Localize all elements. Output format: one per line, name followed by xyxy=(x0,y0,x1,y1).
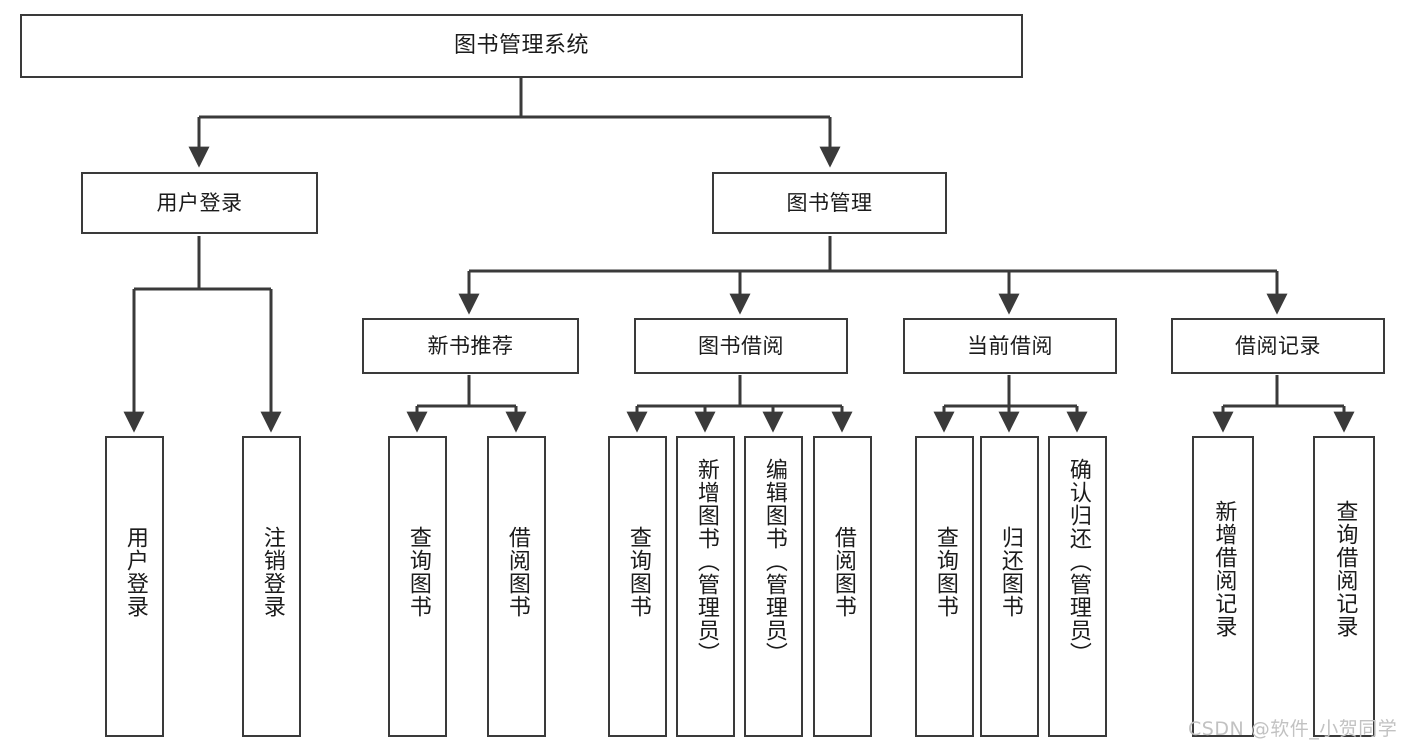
node-label: 当前借阅 xyxy=(967,333,1053,358)
leaf-return-book[interactable]: 归还图书 xyxy=(980,436,1039,737)
csdn-watermark: CSDN @软件_小贺同学 xyxy=(1188,718,1398,740)
leaf-query-book-borrow[interactable]: 查询图书 xyxy=(608,436,667,737)
node-label: 新增借阅记录 xyxy=(1211,500,1237,638)
leaf-add-book-admin[interactable]: 新增图书（管理员） xyxy=(676,436,735,737)
node-label: 编辑图书（管理员） xyxy=(761,458,787,665)
node-label: 图书管理 xyxy=(786,190,873,215)
node-label: 确认归还（管理员） xyxy=(1065,458,1091,665)
leaf-confirm-return-admin[interactable]: 确认归还（管理员） xyxy=(1048,436,1107,737)
node-label: 借阅图书 xyxy=(830,526,856,618)
node-label: 图书借阅 xyxy=(698,333,784,358)
leaf-add-borrow-record[interactable]: 新增借阅记录 xyxy=(1192,436,1254,737)
leaf-edit-book-admin[interactable]: 编辑图书（管理员） xyxy=(744,436,803,737)
node-label: 查询借阅记录 xyxy=(1332,500,1358,638)
node-label: 注销登录 xyxy=(259,526,285,618)
node-label: 用户登录 xyxy=(122,526,148,618)
node-label: 新书推荐 xyxy=(427,333,514,358)
node-label: 图书管理系统 xyxy=(453,33,589,59)
leaf-user-login[interactable]: 用户登录 xyxy=(105,436,164,737)
node-root-system[interactable]: 图书管理系统 xyxy=(20,14,1023,78)
leaf-borrow-book-newbook[interactable]: 借阅图书 xyxy=(487,436,546,737)
leaf-query-book-current[interactable]: 查询图书 xyxy=(915,436,974,737)
leaf-borrow-book[interactable]: 借阅图书 xyxy=(813,436,872,737)
node-label: 查询图书 xyxy=(405,526,431,618)
node-label: 查询图书 xyxy=(932,526,958,618)
node-current-borrow[interactable]: 当前借阅 xyxy=(903,318,1117,374)
node-label: 新增图书（管理员） xyxy=(693,458,719,665)
leaf-query-borrow-record[interactable]: 查询借阅记录 xyxy=(1313,436,1375,737)
node-label: 用户登录 xyxy=(156,190,243,215)
node-borrow-record[interactable]: 借阅记录 xyxy=(1171,318,1385,374)
node-label: 借阅图书 xyxy=(504,526,530,618)
leaf-logout-login[interactable]: 注销登录 xyxy=(242,436,301,737)
node-label: 借阅记录 xyxy=(1235,333,1321,358)
node-user-login[interactable]: 用户登录 xyxy=(81,172,318,234)
node-book-management[interactable]: 图书管理 xyxy=(712,172,947,234)
node-label: 归还图书 xyxy=(997,526,1023,618)
node-new-book-recommend[interactable]: 新书推荐 xyxy=(362,318,579,374)
node-label: 查询图书 xyxy=(625,526,651,618)
node-book-borrow[interactable]: 图书借阅 xyxy=(634,318,848,374)
leaf-query-book-newbook[interactable]: 查询图书 xyxy=(388,436,447,737)
